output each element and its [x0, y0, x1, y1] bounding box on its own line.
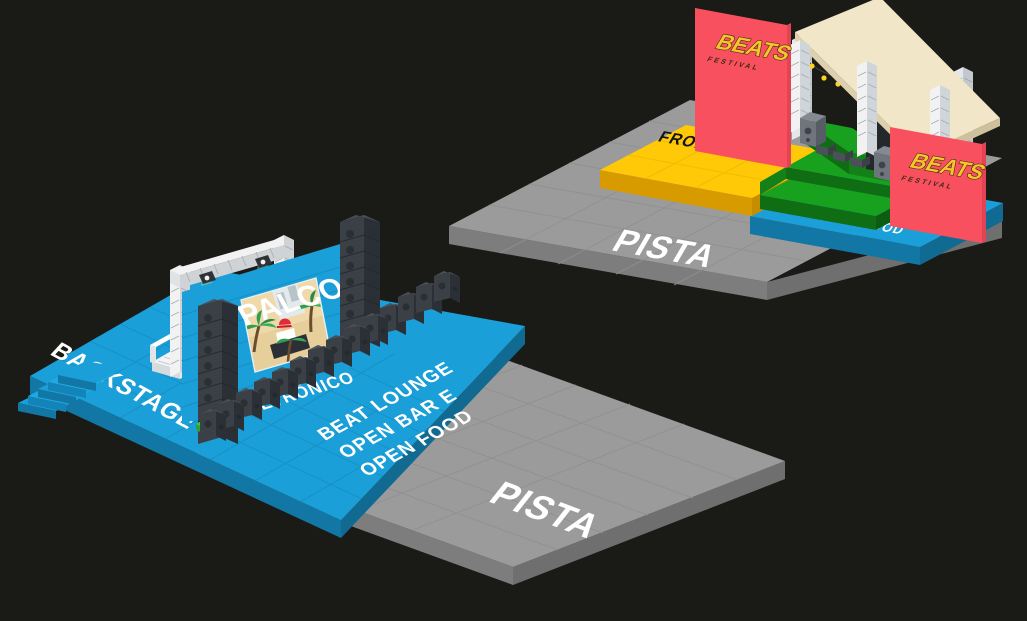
- upper-stage-zone: PISTA BEAT LOUNGE OPEN BAR E OPEN FOOD: [449, 0, 1003, 300]
- upper-lounge-front-edge: [750, 216, 920, 265]
- stage-equipment-row: [816, 144, 870, 168]
- barrier-speaker-row: [196, 271, 460, 441]
- green-stage-deck-left: [760, 167, 786, 195]
- beats-banner-left[interactable]: BEATS FESTIVAL: [695, 8, 797, 168]
- beats-banner-left-face: [695, 8, 787, 168]
- stage-light-fixtures: [199, 255, 272, 284]
- green-stage-front-edge: [760, 195, 876, 230]
- beats-banner-left-sideedge: [787, 23, 791, 168]
- beats-banner-right[interactable]: BEATS FESTIVAL: [890, 127, 991, 243]
- barrier-speakers: [200, 271, 460, 441]
- upper-pista-front-edge: [449, 226, 767, 300]
- palm-tree-mid: [276, 337, 307, 363]
- canopy-truss-front-left: [790, 40, 810, 133]
- palm-tree-left: [242, 310, 277, 353]
- lower-pista-right-edge: [513, 461, 785, 585]
- green-stage-top: [760, 174, 915, 216]
- green-stage-deck-back-front: [786, 167, 908, 201]
- canopy-truss-front-mid: [857, 61, 877, 157]
- lower-blue-front-edge: [30, 376, 341, 538]
- stage-speaker-left: [800, 112, 826, 147]
- frontstage-front-edge: [600, 170, 752, 216]
- lower-stage-zone: PISTA BACKSTAGE BEAT LOUNGE: [18, 215, 785, 585]
- lower-blue-right-edge: [341, 326, 525, 538]
- beats-banner-right-face: [890, 127, 982, 243]
- backstage-stairs[interactable]: [18, 361, 124, 419]
- dj-cap-brim: [277, 325, 292, 328]
- beats-banner-right-sideedge: [982, 142, 986, 243]
- dj-cap: [278, 318, 291, 325]
